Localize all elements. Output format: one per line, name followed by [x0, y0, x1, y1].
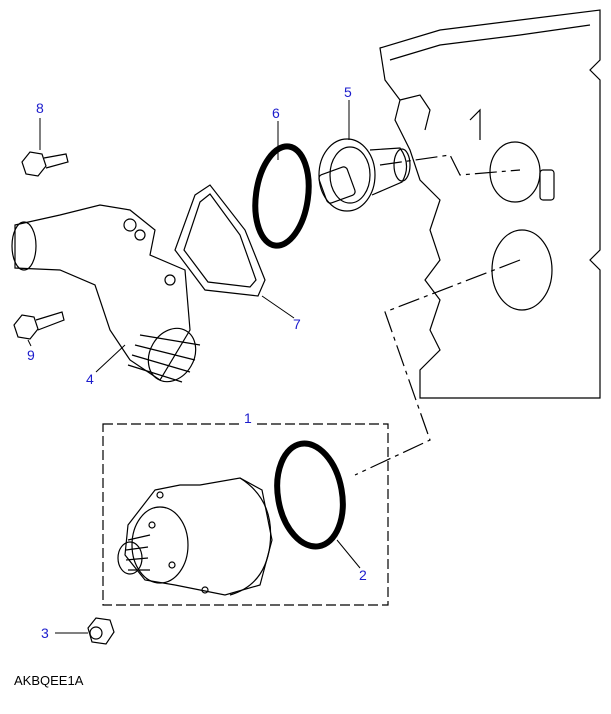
callout-9[interactable]: 9: [27, 347, 35, 363]
callout-2[interactable]: 2: [359, 567, 367, 583]
bolt-9-drawing: [13, 311, 65, 340]
diagram-code: AKBQEE1A: [14, 673, 84, 688]
callout-1[interactable]: 1: [241, 411, 255, 425]
gasket-7-drawing: [174, 184, 266, 297]
callout-7[interactable]: 7: [293, 316, 301, 332]
bolt-8-drawing: [21, 151, 69, 177]
thermostat-drawing: [318, 138, 411, 212]
engine-block-drawing: [379, 9, 601, 399]
o-ring-6-drawing: [252, 143, 312, 249]
callout-4[interactable]: 4: [86, 371, 94, 387]
callout-5[interactable]: 5: [344, 84, 352, 100]
o-ring-2-drawing: [274, 440, 346, 550]
callout-3[interactable]: 3: [41, 625, 49, 641]
nut-3-drawing: [87, 617, 115, 645]
alignment-lines: [354, 154, 521, 476]
callout-6[interactable]: 6: [272, 105, 280, 121]
coolant-outlet-housing-drawing: [11, 204, 201, 383]
water-pump-drawing: [117, 477, 273, 596]
callout-8[interactable]: 8: [36, 100, 44, 116]
leader-lines: [27, 100, 361, 634]
